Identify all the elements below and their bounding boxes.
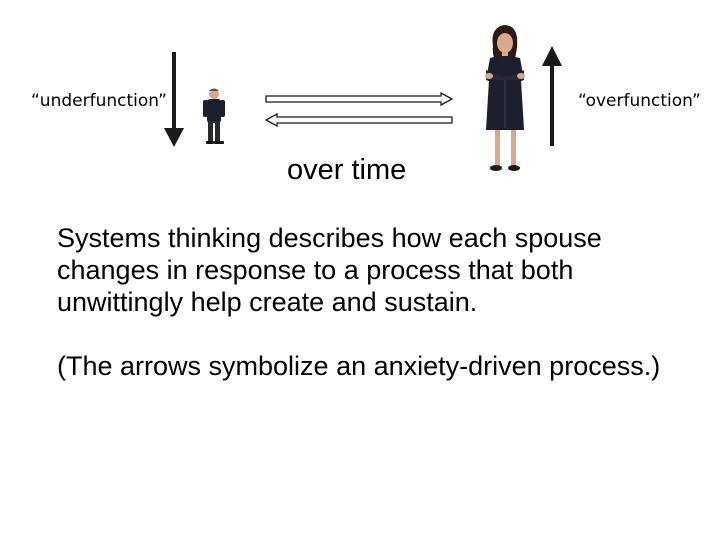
down-arrow-icon	[164, 52, 184, 147]
left-arrow-icon	[266, 114, 452, 126]
up-arrow-icon	[542, 46, 562, 146]
woman-figure	[485, 25, 525, 171]
right-arrow-icon	[266, 93, 452, 105]
overfunction-label: “overfunction”	[578, 91, 701, 111]
underfunction-label: “underfunction”	[31, 91, 167, 111]
systems-thinking-paragraph: Systems thinking describes how each spou…	[57, 222, 697, 318]
man-figure	[203, 89, 225, 145]
over-time-label: over time	[287, 154, 406, 187]
arrows-note-paragraph: (The arrows symbolize an anxiety-driven …	[57, 350, 697, 382]
body-text: Systems thinking describes how each spou…	[57, 222, 697, 382]
